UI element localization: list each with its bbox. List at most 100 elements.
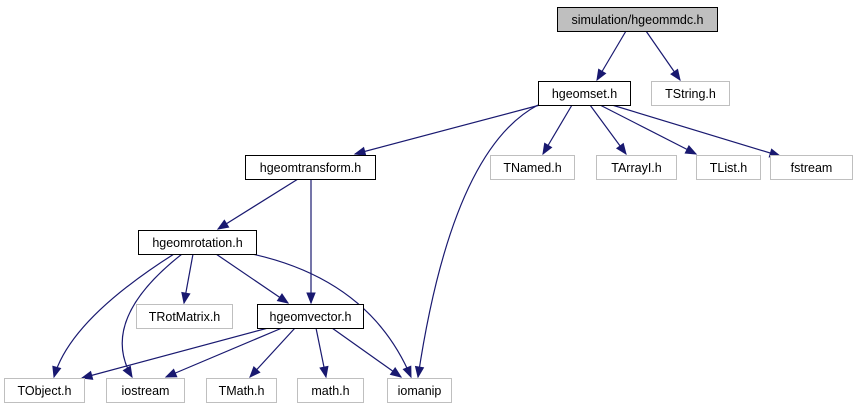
edge-hgeomvector-to-iomanip-line: [331, 327, 402, 378]
node-tlist-box: [696, 155, 761, 180]
node-tnamed-label: TNamed.h: [503, 161, 561, 175]
edge-hgeomrotation-to-hgeomvector: [215, 253, 290, 304]
edge-hgeomset-to-iomanip: [414, 104, 539, 379]
node-iostream-box: [106, 378, 185, 403]
edge-hgeomset-to-fstream: [611, 104, 782, 158]
node-tlist: TList.h: [696, 155, 761, 180]
edge-hgeomset-to-hgeomtransform-line: [354, 104, 541, 155]
edge-hgeomrotation-to-hgeomvector-line: [215, 253, 289, 304]
node-hgeomrotation[interactable]: hgeomrotation.h: [138, 230, 257, 255]
edges-layer: [52, 30, 782, 380]
node-hgeomrotation-label: hgeomrotation.h: [152, 236, 242, 250]
edge-hgeomrotation-to-tobject: [52, 253, 175, 379]
node-trotmatrix-label: TRotMatrix.h: [149, 310, 221, 324]
node-tnamed-box: [490, 155, 575, 180]
edge-hgeomset-to-tarrayi-arrowhead: [615, 142, 627, 156]
edge-hgeomvector-to-math: [315, 327, 329, 379]
node-hgeomrotation-box: [138, 230, 257, 255]
edge-hgeomset-to-tarrayi: [589, 104, 627, 156]
edge-hgeomset-to-iomanip-line: [417, 104, 539, 378]
node-trotmatrix: TRotMatrix.h: [136, 304, 233, 329]
node-hgeomtransform-box: [245, 155, 376, 180]
edge-hgeomrotation-to-iostream-line: [121, 253, 183, 378]
edge-hgeomvector-to-iostream: [164, 327, 283, 378]
node-tnamed: TNamed.h: [490, 155, 575, 180]
edge-hgeomset-to-iomanip-arrowhead: [414, 365, 425, 379]
node-tarrayi-box: [596, 155, 677, 180]
edge-hgeomset-to-tnamed-arrowhead: [542, 142, 553, 156]
node-math: math.h: [297, 378, 364, 403]
edge-hgeomtransform-to-hgeomvector-arrowhead: [306, 292, 316, 305]
node-hgeomset[interactable]: hgeomset.h: [538, 81, 631, 106]
node-tmath-label: TMath.h: [219, 384, 265, 398]
node-tobject: TObject.h: [4, 378, 85, 403]
node-tmath: TMath.h: [206, 378, 277, 403]
edge-hgeomset-to-tlist: [599, 104, 698, 155]
edge-hgeomrotation-to-iomanip-line: [251, 253, 412, 378]
edge-hgeomvector-to-iomanip-arrowhead: [389, 367, 403, 378]
edge-hgeommdc-to-tstring: [645, 30, 681, 82]
edge-hgeomset-to-hgeomtransform: [353, 104, 541, 156]
node-math-box: [297, 378, 364, 403]
node-hgeomvector-box: [257, 304, 364, 329]
node-fstream: fstream: [770, 155, 853, 180]
edge-hgeomrotation-to-trotmatrix: [181, 253, 194, 305]
edge-hgeomset-to-hgeomtransform-arrowhead: [353, 146, 367, 156]
edge-hgeomrotation-to-tobject-line: [53, 253, 175, 378]
node-hgeommdc[interactable]: simulation/hgeommdc.h: [557, 7, 718, 32]
edge-hgeomrotation-to-tobject-arrowhead: [52, 365, 62, 379]
edge-hgeomtransform-to-hgeomvector: [306, 179, 316, 305]
node-tobject-box: [4, 378, 85, 403]
node-hgeommdc-box: [557, 7, 718, 32]
node-tstring-label: TString.h: [665, 87, 716, 101]
edge-hgeomset-to-tnamed: [542, 104, 573, 156]
edge-hgeomvector-to-math-arrowhead: [319, 365, 329, 379]
edge-hgeomtransform-to-hgeomrotation-arrowhead: [216, 219, 230, 230]
node-fstream-box: [770, 155, 853, 180]
edge-hgeomrotation-to-iomanip: [251, 253, 412, 379]
edge-hgeomtransform-to-hgeomrotation-line: [217, 178, 299, 230]
nodes-layer: simulation/hgeommdc.h hgeomset.h TString.h…: [4, 7, 853, 403]
node-tstring: TString.h: [651, 81, 730, 106]
edge-hgeomrotation-to-hgeomvector-arrowhead: [276, 293, 290, 304]
edge-hgeomset-to-tlist-arrowhead: [684, 145, 698, 155]
node-hgeommdc-label: simulation/hgeommdc.h: [571, 13, 703, 27]
node-iomanip: iomanip: [387, 378, 452, 403]
node-fstream-label: fstream: [791, 161, 833, 175]
edge-hgeomset-to-fstream-line: [611, 104, 781, 157]
node-trotmatrix-box: [136, 304, 233, 329]
edge-hgeomvector-to-tobject-line: [81, 327, 269, 379]
node-tobject-label: TObject.h: [18, 384, 72, 398]
edge-hgeomset-to-tlist-line: [599, 104, 697, 155]
edge-hgeomvector-to-tmath: [249, 327, 296, 378]
edge-hgeomrotation-to-trotmatrix-arrowhead: [181, 291, 191, 305]
edge-hgeommdc-to-hgeomset: [596, 30, 627, 82]
edge-hgeomrotation-to-iostream-arrowhead: [122, 365, 133, 379]
edge-hgeomvector-to-iostream-arrowhead: [164, 368, 178, 378]
node-iomanip-label: iomanip: [398, 384, 442, 398]
node-tarrayi-label: TArrayI.h: [611, 161, 662, 175]
edge-hgeommdc-to-tstring-arrowhead: [670, 68, 681, 82]
node-hgeomset-label: hgeomset.h: [552, 87, 617, 101]
edge-hgeomrotation-to-iomanip-arrowhead: [402, 365, 412, 379]
node-iomanip-box: [387, 378, 452, 403]
node-tlist-label: TList.h: [710, 161, 748, 175]
node-hgeomtransform-label: hgeomtransform.h: [260, 161, 361, 175]
edge-hgeomvector-to-tobject: [80, 327, 269, 380]
node-tmath-box: [206, 378, 277, 403]
node-hgeomvector-label: hgeomvector.h: [270, 310, 352, 324]
edge-hgeommdc-to-hgeomset-arrowhead: [596, 68, 607, 82]
edge-hgeomvector-to-tobject-arrowhead: [80, 370, 94, 380]
node-hgeomset-box: [538, 81, 631, 106]
node-math-label: math.h: [311, 384, 349, 398]
edge-hgeomvector-to-tmath-line: [249, 327, 296, 378]
node-hgeomtransform[interactable]: hgeomtransform.h: [245, 155, 376, 180]
node-tstring-box: [651, 81, 730, 106]
edge-hgeomvector-to-iostream-line: [165, 327, 283, 378]
node-iostream: iostream: [106, 378, 185, 403]
edge-hgeomvector-to-iomanip: [331, 327, 403, 378]
node-iostream-label: iostream: [122, 384, 170, 398]
node-hgeomvector[interactable]: hgeomvector.h: [257, 304, 364, 329]
edge-hgeomrotation-to-iostream: [121, 253, 183, 379]
